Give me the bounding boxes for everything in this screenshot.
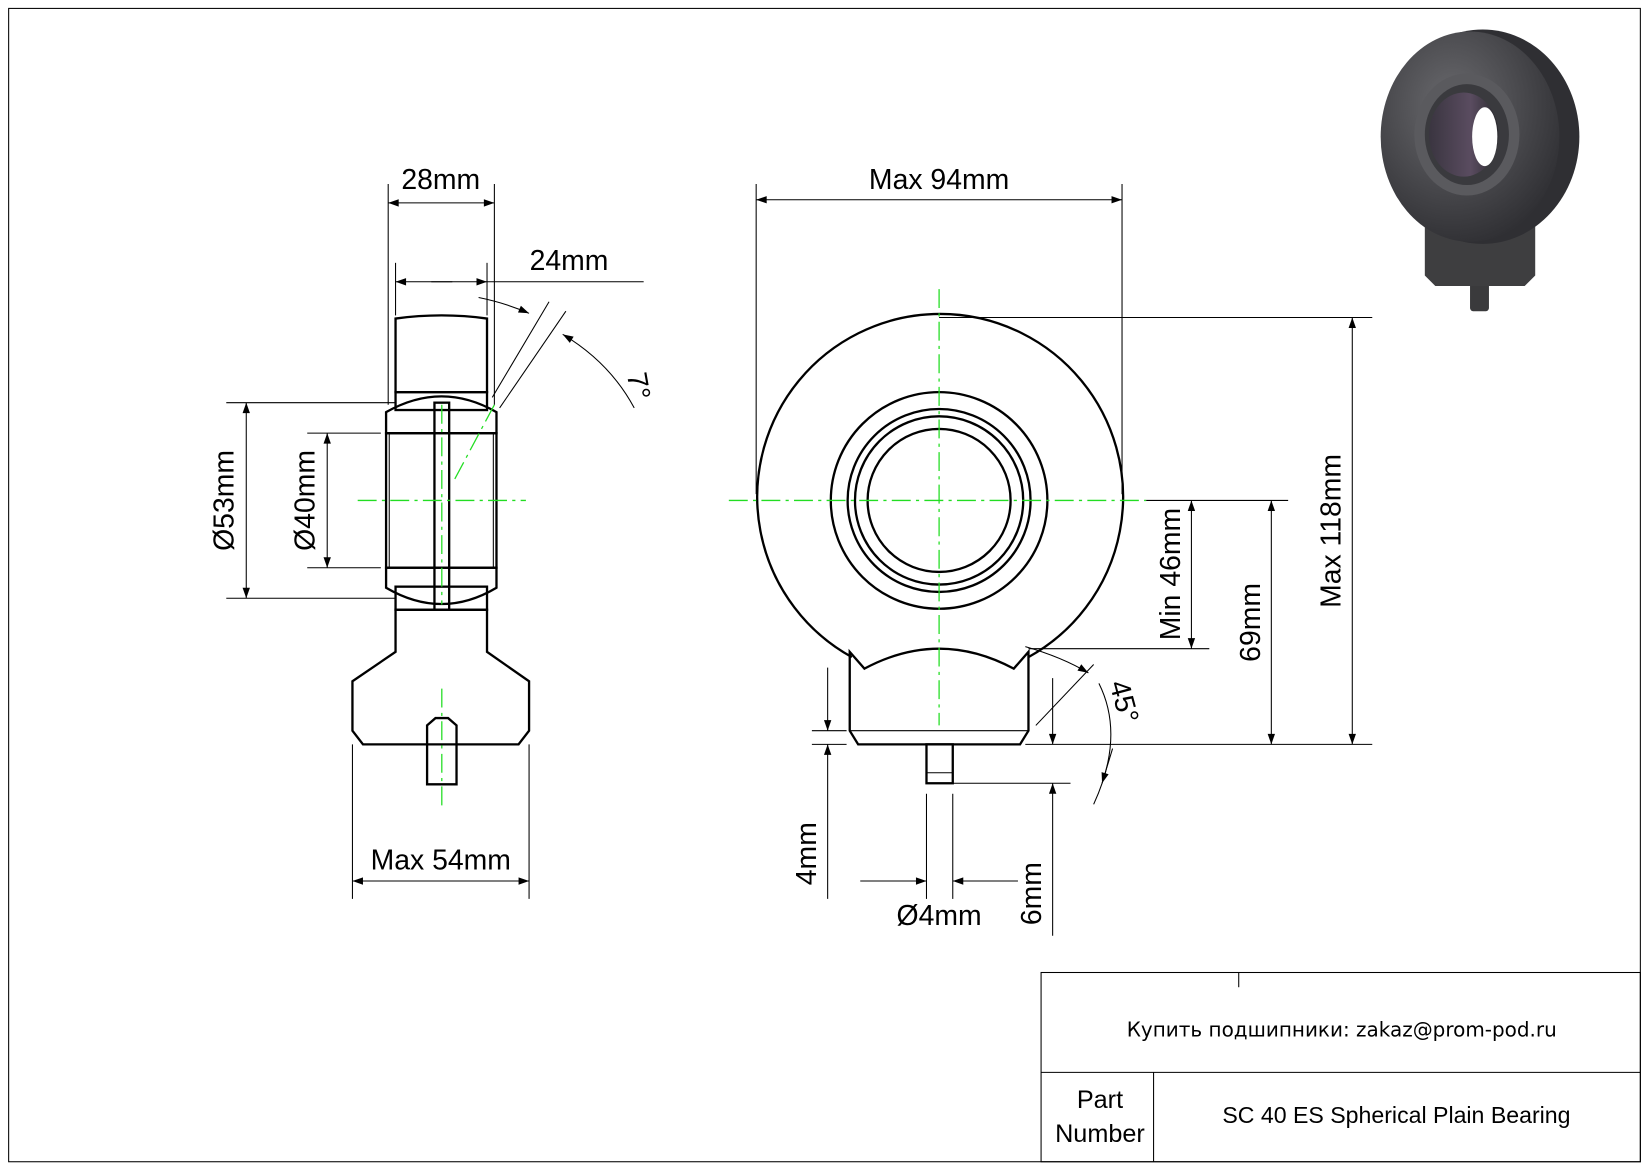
side-dimensions: 28mm 24mm 7° Ø53mm Ø40mm Max 54mm: [209, 164, 656, 899]
part-label-line2: Number: [1055, 1120, 1145, 1148]
dim-pin-diameter: Ø4mm: [897, 900, 982, 932]
dim-max-width-54: Max 54mm: [371, 844, 511, 876]
dim-base-offset-4: 4mm: [791, 822, 823, 885]
contact-text: Купить подшипники: zakaz@prom-pod.ru: [1127, 1018, 1557, 1042]
dim-width-24: 24mm: [530, 245, 609, 277]
dim-max-height-118: Max 118mm: [1316, 454, 1348, 608]
dim-outer-diameter: Ø53mm: [209, 450, 241, 551]
dim-max-width-94: Max 94mm: [869, 164, 1009, 196]
bearing-3d-render: [1380, 29, 1580, 312]
dim-chamfer-45: 45°: [1103, 677, 1145, 727]
dim-min-thread-46: Min 46mm: [1155, 508, 1187, 640]
side-section-view: [351, 314, 531, 810]
dim-pin-length-6: 6mm: [1016, 862, 1048, 925]
dim-bore-diameter: Ø40mm: [290, 450, 322, 551]
part-label-line1: Part: [1077, 1086, 1123, 1114]
dim-center-height-69: 69mm: [1235, 583, 1267, 662]
front-dimensions: Max 94mm Max 118mm 69mm Min 46mm 45° 4mm…: [755, 164, 1373, 936]
sheet-border: [8, 7, 1641, 1163]
part-number: SC 40 ES Spherical Plain Bearing: [1222, 1102, 1570, 1128]
front-view: [728, 289, 1147, 785]
title-block: Купить подшипники: zakaz@prom-pod.ru Par…: [1040, 971, 1641, 1163]
dim-width-28: 28mm: [401, 164, 480, 196]
dim-angle-7: 7°: [620, 370, 656, 402]
